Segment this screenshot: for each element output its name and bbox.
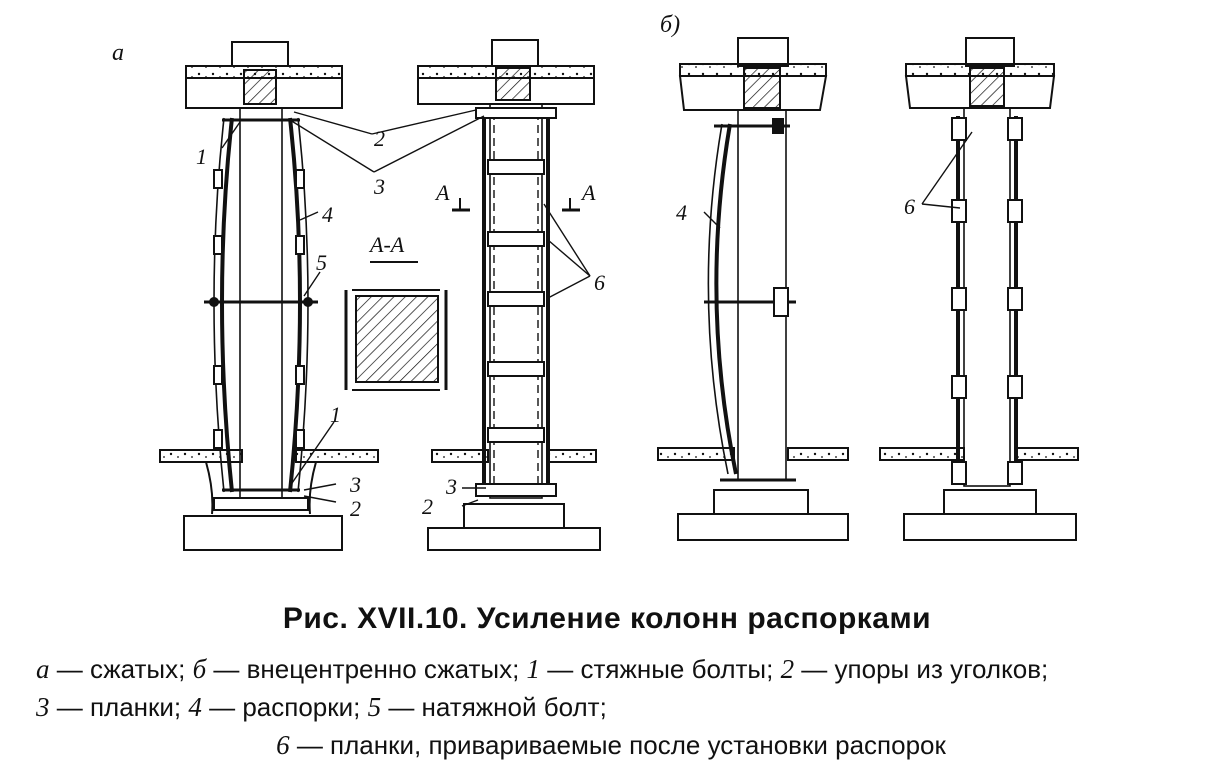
drawing-b-column-4 (879, 37, 1079, 541)
panel-a-label: а (112, 40, 124, 66)
label-4-a: 4 (322, 202, 333, 227)
legend-key-b: б (192, 654, 207, 684)
leader-lines (221, 109, 973, 507)
label-6-b: 6 (904, 194, 915, 219)
legend-line-1: а — сжатых; б — внецентренно сжатых; 1 —… (36, 650, 1186, 688)
label-2-bottom-mid: 2 (422, 494, 433, 519)
label-3-bottom-a: 3 (349, 472, 361, 497)
label-3-top: 3 (373, 174, 385, 199)
legend-key-a: а (36, 654, 50, 684)
section-mark-left: А (434, 180, 450, 205)
legend-key-1: 1 (526, 654, 541, 684)
legend-key-6: 6 (276, 730, 290, 760)
legend-text-5: — натяжной болт; (381, 692, 607, 722)
label-4-b: 4 (676, 200, 687, 225)
figure-caption-title: Рис. XVII.10. Усиление колонн распорками (282, 602, 932, 635)
figure-legend: а — сжатых; б — внецентренно сжатых; 1 —… (36, 650, 1186, 764)
label-3-bottom-mid: 3 (445, 474, 457, 499)
label-1-bottom: 1 (330, 402, 341, 427)
legend-text-4: — распорки; (201, 692, 368, 722)
legend-text-6: — планки, привариваемые после установки … (289, 730, 946, 760)
section-title: А-А (368, 232, 405, 257)
legend-text-a: — сжатых; (49, 654, 193, 684)
label-6-mid: 6 (594, 270, 605, 295)
legend-text-b: — внецентренно сжатых; (206, 654, 527, 684)
legend-key-2: 2 (780, 654, 795, 684)
legend-text-2: — упоры из уголков; (794, 654, 1049, 684)
label-2-bottom-a: 2 (350, 496, 361, 521)
legend-line-2: 3 — планки; 4 — распорки; 5 — натяжной б… (36, 688, 1186, 726)
legend-line-3: 6 — планки, привариваемые после установк… (36, 726, 1186, 764)
label-5: 5 (316, 250, 327, 275)
section-a-a (344, 261, 448, 391)
panel-b-label: б) (660, 12, 680, 38)
legend-key-3: 3 (36, 692, 50, 722)
legend-key-5: 5 (367, 692, 382, 722)
section-mark-right: А (580, 180, 596, 205)
drawing-a-column-1 (159, 41, 379, 551)
legend-text-1: — стяжные болты; (540, 654, 781, 684)
drawing-a-column-2 (417, 39, 601, 551)
drawing-b-column-3 (657, 37, 849, 541)
legend-text-3: — планки; (49, 692, 189, 722)
label-1-top: 1 (196, 144, 207, 169)
legend-key-4: 4 (188, 692, 202, 722)
label-2-top: 2 (374, 126, 385, 151)
column-strengthening-drawing: а б) 1 2 3 4 5 1 3 2 3 2 6 4 6 А А А-А (112, 12, 1079, 551)
